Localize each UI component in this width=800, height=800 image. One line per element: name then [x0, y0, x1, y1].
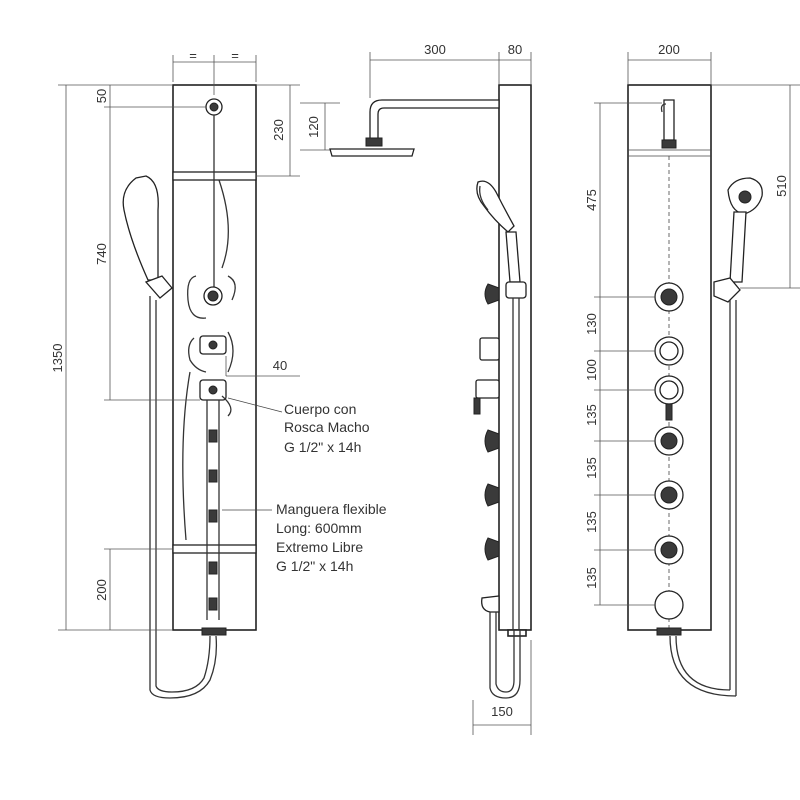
- front-hand-shower: [122, 175, 159, 281]
- rear-jet-3: [654, 480, 684, 510]
- front-jet-fitting-4: [208, 561, 218, 575]
- front-hand-shower-hose: [149, 296, 218, 699]
- rear-dim-200: 200: [658, 42, 680, 57]
- side-panel-foot: [507, 629, 527, 637]
- side-jet-2: [484, 429, 500, 453]
- rear-dim-spacing-1: 130: [584, 313, 599, 335]
- side-dim-300: 300: [424, 42, 446, 57]
- rear-bottom-fitting: [656, 627, 682, 636]
- rear-control-ring-1: [654, 336, 684, 366]
- side-jet-3: [484, 483, 500, 507]
- rear-dim-510: 510: [774, 175, 789, 197]
- front-loop-pipe-right: [227, 275, 236, 301]
- rear-hand-shower-handle: [729, 211, 747, 283]
- side-hand-shower-face: [479, 185, 489, 211]
- side-jet-4: [484, 537, 500, 561]
- rear-hose-curve-inner: [675, 635, 731, 691]
- front-dim-1350: 1350: [50, 344, 65, 373]
- front-mixer-core: [208, 340, 218, 350]
- side-rain-head: [329, 148, 415, 157]
- rear-jet-4: [654, 535, 684, 565]
- rear-control-lever: [665, 403, 673, 421]
- front-dim-equal-left: =: [189, 48, 197, 63]
- front-note-body-line1: Cuerpo con: [284, 401, 356, 417]
- rear-dim-spacing-6: 135: [584, 567, 599, 589]
- front-top-inlet-core: [209, 102, 219, 112]
- front-flex-hose: [182, 371, 191, 541]
- rear-dim-spacing-5: 135: [584, 511, 599, 533]
- rear-dim-475: 475: [584, 189, 599, 211]
- front-outlet-elbow: [221, 395, 232, 417]
- front-dim-200: 200: [94, 579, 109, 601]
- front-note-body-line2: Rosca Macho: [284, 419, 370, 435]
- front-dim-40: 40: [273, 358, 287, 373]
- rear-control-ring-2: [654, 375, 684, 405]
- front-hand-shower-holder: [144, 275, 173, 299]
- side-hose-inner: [495, 612, 515, 693]
- rear-arm-bend: [660, 103, 667, 113]
- rear-arm: [663, 99, 675, 141]
- front-note-body-line3: G 1/2" x 14h: [284, 439, 361, 455]
- side-view: 300 80 150: [329, 42, 532, 735]
- front-upper-hose: [218, 179, 229, 269]
- front-diverter-core: [207, 290, 219, 302]
- rear-dim-spacing-3: 135: [584, 404, 599, 426]
- rear-bottom-outlet: [654, 590, 684, 620]
- front-jet-fitting-2: [208, 469, 218, 483]
- front-dim-230: 230: [271, 119, 286, 141]
- side-arm-connector: [365, 137, 383, 147]
- front-dim-740: 740: [94, 243, 109, 265]
- rear-dim-spacing-4: 135: [584, 457, 599, 479]
- rear-jet-2: [654, 426, 684, 456]
- front-thermostat-core: [208, 385, 218, 395]
- side-bottom-outlet: [481, 595, 500, 613]
- front-loop-pipe-left: [187, 275, 207, 319]
- front-jet-fitting-3: [208, 509, 218, 523]
- front-view: = = 1350 50 740 200 230 120 40 Cuerp: [50, 48, 387, 699]
- side-control-lever: [473, 397, 481, 415]
- side-hose: [489, 612, 521, 699]
- rear-hand-shower-face: [738, 190, 752, 204]
- front-lower-bracket: [172, 544, 257, 554]
- rear-dim-spacing-2: 100: [584, 359, 599, 381]
- side-control-upper: [479, 337, 500, 361]
- front-mid-pipe-right: [227, 331, 234, 373]
- rear-jet-1: [654, 282, 684, 312]
- front-bottom-fitting: [201, 627, 227, 636]
- side-holder: [505, 281, 527, 299]
- rear-holder: [713, 277, 741, 303]
- side-hand-shower-head: [476, 180, 515, 233]
- front-hand-shower-hose-inner: [155, 300, 211, 693]
- rear-hose-curve-outer: [669, 635, 737, 697]
- side-jet-1: [484, 283, 500, 305]
- side-panel: [498, 84, 532, 631]
- front-dim-50: 50: [94, 89, 109, 103]
- front-note-hose-line2: Long: 600mm: [276, 520, 362, 536]
- front-mid-pipe-left: [188, 337, 207, 373]
- front-body-leader: [227, 397, 283, 413]
- rear-view: 200 475 510 130 100 135 135 135 135: [584, 42, 800, 697]
- side-dim-80: 80: [508, 42, 522, 57]
- rear-arm-connector: [661, 139, 677, 149]
- front-jet-fitting-5: [208, 597, 218, 611]
- front-dim-equal-right: =: [231, 48, 239, 63]
- front-dim-120: 120: [306, 116, 321, 138]
- side-dim-150: 150: [491, 704, 513, 719]
- front-note-hose-line4: G 1/2" x 14h: [276, 558, 353, 574]
- side-control-lower: [475, 379, 500, 399]
- front-note-hose-line3: Extremo Libre: [276, 539, 363, 555]
- front-note-hose-line1: Manguera flexible: [276, 501, 387, 517]
- side-shower-arm: [369, 99, 500, 141]
- front-jet-fitting-1: [208, 429, 218, 443]
